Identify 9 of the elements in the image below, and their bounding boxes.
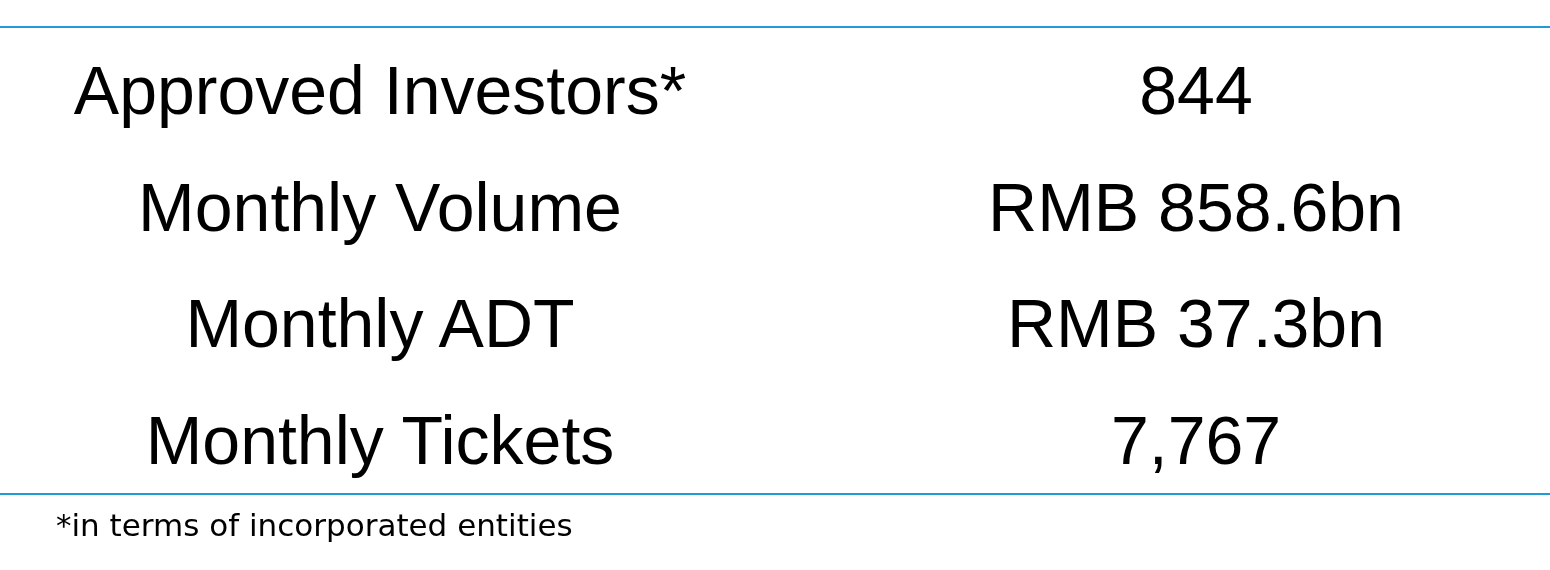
metric-value: RMB 858.6bn (988, 168, 1404, 247)
metric-value: 7,767 (1110, 401, 1282, 480)
metric-name: Monthly ADT (185, 284, 575, 363)
metric-value: 844 (1139, 51, 1253, 130)
metric-name: Monthly Volume (138, 168, 622, 247)
footnote: *in terms of incorporated entities (56, 506, 573, 544)
metric-value: RMB 37.3bn (1007, 284, 1385, 363)
metric-name: Monthly Tickets (145, 401, 615, 480)
metric-name: Approved Investors* (73, 51, 687, 130)
